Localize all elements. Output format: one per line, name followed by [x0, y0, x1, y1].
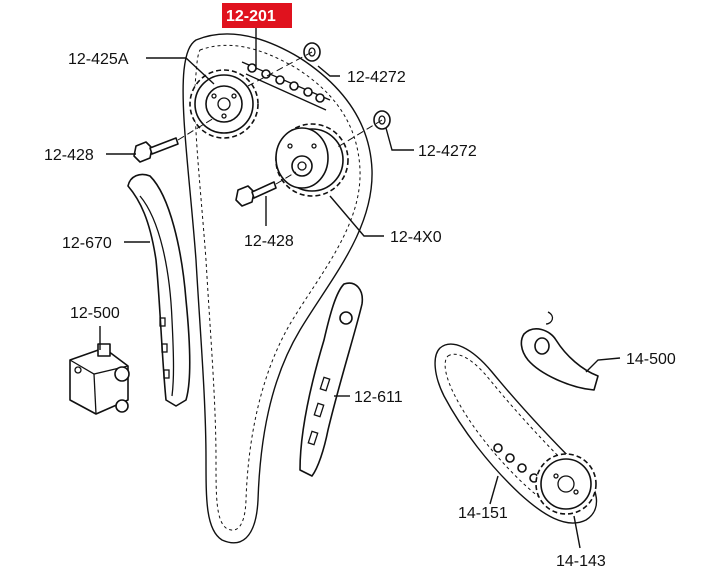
callout-14-500[interactable]: 14-500	[626, 351, 676, 368]
callout-12-428-lower[interactable]: 12-428	[244, 233, 294, 250]
callout-12-425a[interactable]: 12-425A	[68, 51, 129, 68]
bolt-upper[interactable]	[133, 137, 179, 163]
callout-12-4272-upper[interactable]: 12-4272	[347, 69, 406, 86]
right-chain-guide[interactable]	[299, 282, 364, 477]
intake-sprocket-vvt[interactable]	[275, 123, 349, 197]
callout-12-4x0[interactable]: 12-4X0	[390, 229, 442, 246]
leader-lines	[99, 26, 621, 549]
bolt-lower[interactable]	[235, 181, 277, 207]
callout-12-500[interactable]: 12-500	[70, 305, 120, 322]
callout-12-611[interactable]: 12-611	[354, 389, 403, 406]
oil-pump-chain[interactable]	[434, 343, 598, 524]
left-chain-guide[interactable]	[127, 173, 191, 407]
callout-12-670[interactable]: 12-670	[62, 235, 112, 252]
exhaust-sprocket[interactable]	[189, 69, 259, 139]
timing-chain[interactable]	[182, 33, 373, 544]
callout-12-201[interactable]: 12-201	[226, 8, 276, 25]
oil-pump-sprocket[interactable]	[535, 453, 597, 515]
callout-12-4272-lower[interactable]: 12-4272	[418, 143, 477, 160]
chain-tensioner[interactable]	[69, 343, 130, 415]
callout-12-428-upper[interactable]: 12-428	[44, 147, 94, 164]
callout-14-143[interactable]: 14-143	[556, 553, 606, 570]
callout-14-151[interactable]: 14-151	[458, 505, 508, 522]
oil-pump-tensioner-arm[interactable]	[520, 311, 599, 391]
highlight-box	[222, 3, 292, 28]
